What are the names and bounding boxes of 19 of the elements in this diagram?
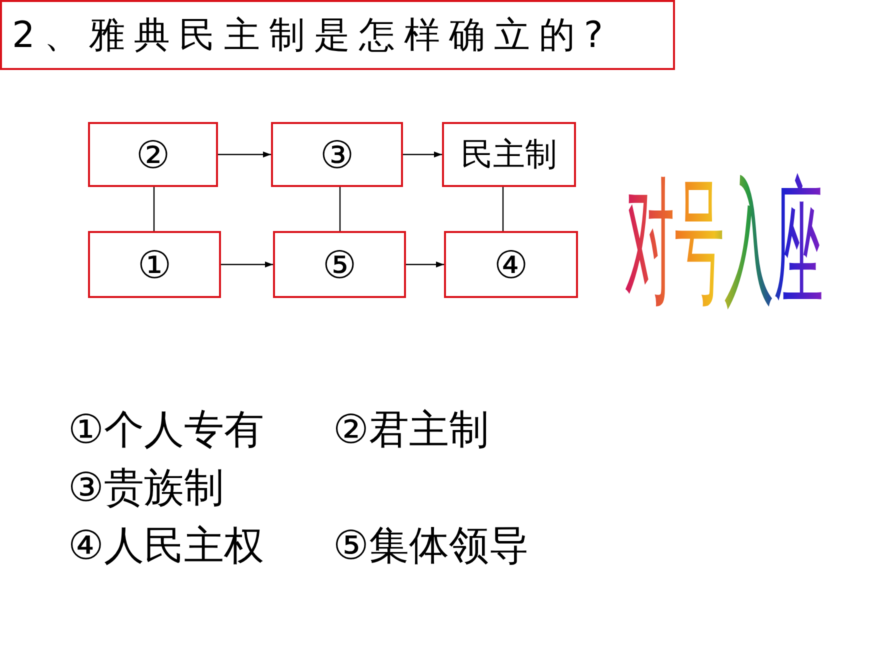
arrow [403,152,442,158]
arrow [221,262,273,268]
connector-line [502,187,504,231]
answer-box: ⑤ [273,231,406,298]
answer-box: 民主制 [442,122,576,187]
answer-option: ③贵族制 [68,460,224,515]
answer-option: ①个人专有 [68,402,264,457]
arrow [218,152,271,158]
answer-option: ②君主制 [333,402,489,457]
answer-box: ① [88,231,221,298]
answer-option: ④人民主权 [68,518,264,573]
answer-box: ② [88,122,218,187]
title-box: 2、雅典民主制是怎样确立的? [0,0,675,70]
arrow [406,262,444,268]
answer-option: ⑤集体领导 [333,518,529,573]
answer-box: ③ [271,122,403,187]
answer-box: ④ [444,231,578,298]
connector-line [153,187,155,231]
connector-line [339,187,341,231]
